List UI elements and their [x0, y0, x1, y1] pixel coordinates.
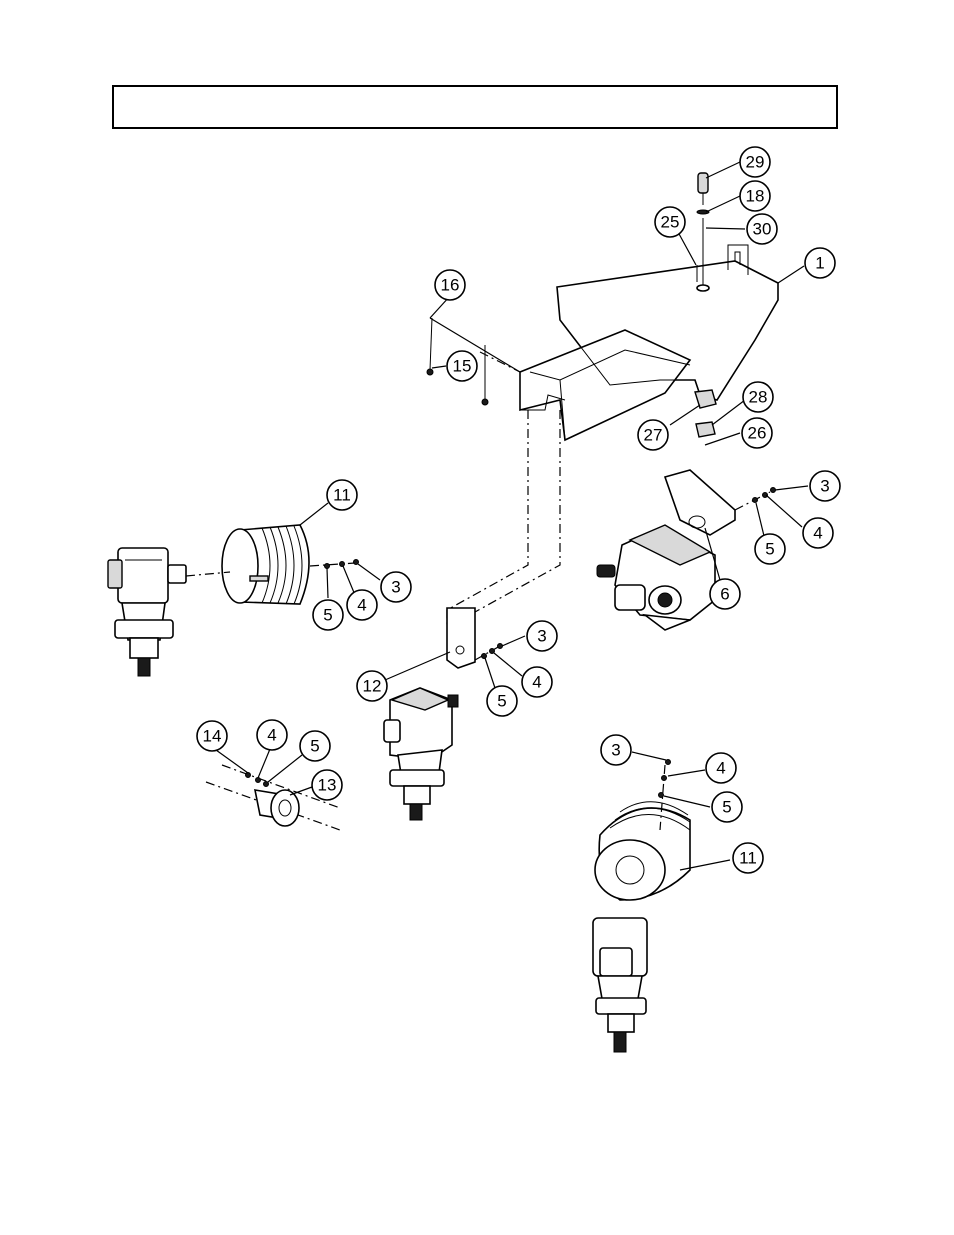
- callout-25: 25: [655, 207, 685, 237]
- callout-3: 3: [810, 471, 840, 501]
- callout-3: 3: [381, 572, 411, 602]
- callout-15: 15: [447, 351, 477, 381]
- callout-label: 5: [497, 692, 506, 711]
- callout-label: 3: [611, 741, 620, 760]
- callout-6: 6: [710, 579, 740, 609]
- callout-label: 25: [661, 213, 680, 232]
- callout-1: 1: [805, 248, 835, 278]
- callout-label: 5: [323, 606, 332, 625]
- callout-label: 30: [753, 220, 772, 239]
- callout-4: 4: [347, 590, 377, 620]
- callout-11: 11: [327, 480, 357, 510]
- callout-label: 3: [820, 477, 829, 496]
- callout-label: 15: [453, 357, 472, 376]
- callout-label: 28: [749, 388, 768, 407]
- hopper-part: [520, 245, 778, 440]
- callout-label: 11: [333, 486, 351, 505]
- callout-label: 3: [537, 627, 546, 646]
- callout-label: 1: [815, 254, 824, 273]
- callout-label: 6: [720, 585, 729, 604]
- callout-label: 4: [532, 673, 541, 692]
- callout-label: 27: [644, 426, 663, 445]
- callout-5: 5: [300, 731, 330, 761]
- callout-label: 11: [739, 849, 757, 868]
- callout-label: 5: [765, 540, 774, 559]
- callout-4: 4: [522, 667, 552, 697]
- callout-12: 12: [357, 671, 387, 701]
- callout-29: 29: [740, 147, 770, 177]
- callout-16: 16: [435, 270, 465, 300]
- callout-label: 26: [748, 424, 767, 443]
- callout-label: 3: [391, 578, 400, 597]
- callout-5: 5: [487, 686, 517, 716]
- callout-label: 14: [203, 727, 222, 746]
- callout-5: 5: [755, 534, 785, 564]
- right-gearbox: [597, 525, 715, 630]
- callout-13: 13: [312, 770, 342, 800]
- callout-30: 30: [747, 214, 777, 244]
- callout-label: 5: [722, 798, 731, 817]
- lower-drum-11: [595, 802, 690, 900]
- callout-4: 4: [803, 518, 833, 548]
- center-gearbox: [384, 688, 458, 820]
- left-gearbox: [108, 548, 186, 676]
- callout-label: 4: [357, 596, 366, 615]
- callout-label: 12: [363, 677, 382, 696]
- callout-label: 4: [716, 759, 725, 778]
- callout-label: 18: [746, 187, 765, 206]
- callout-11: 11: [733, 843, 763, 873]
- callout-label: 29: [746, 153, 765, 172]
- mount-bracket-12: [447, 608, 475, 668]
- callout-27: 27: [638, 420, 668, 450]
- callout-4: 4: [257, 720, 287, 750]
- callout-label: 13: [318, 776, 337, 795]
- callout-5: 5: [712, 792, 742, 822]
- callout-3: 3: [527, 621, 557, 651]
- callout-label: 4: [813, 524, 822, 543]
- callout-18: 18: [740, 181, 770, 211]
- callout-label: 4: [267, 726, 276, 745]
- callout-3: 3: [601, 735, 631, 765]
- callout-28: 28: [743, 382, 773, 412]
- left-drum-11: [222, 525, 309, 604]
- callout-26: 26: [742, 418, 772, 448]
- callout-5: 5: [313, 600, 343, 630]
- bracket-6: [665, 470, 735, 535]
- callout-label: 16: [441, 276, 460, 295]
- callout-label: 5: [310, 737, 319, 756]
- callout-14: 14: [197, 721, 227, 751]
- callout-4: 4: [706, 753, 736, 783]
- lower-gearbox: [593, 918, 647, 1052]
